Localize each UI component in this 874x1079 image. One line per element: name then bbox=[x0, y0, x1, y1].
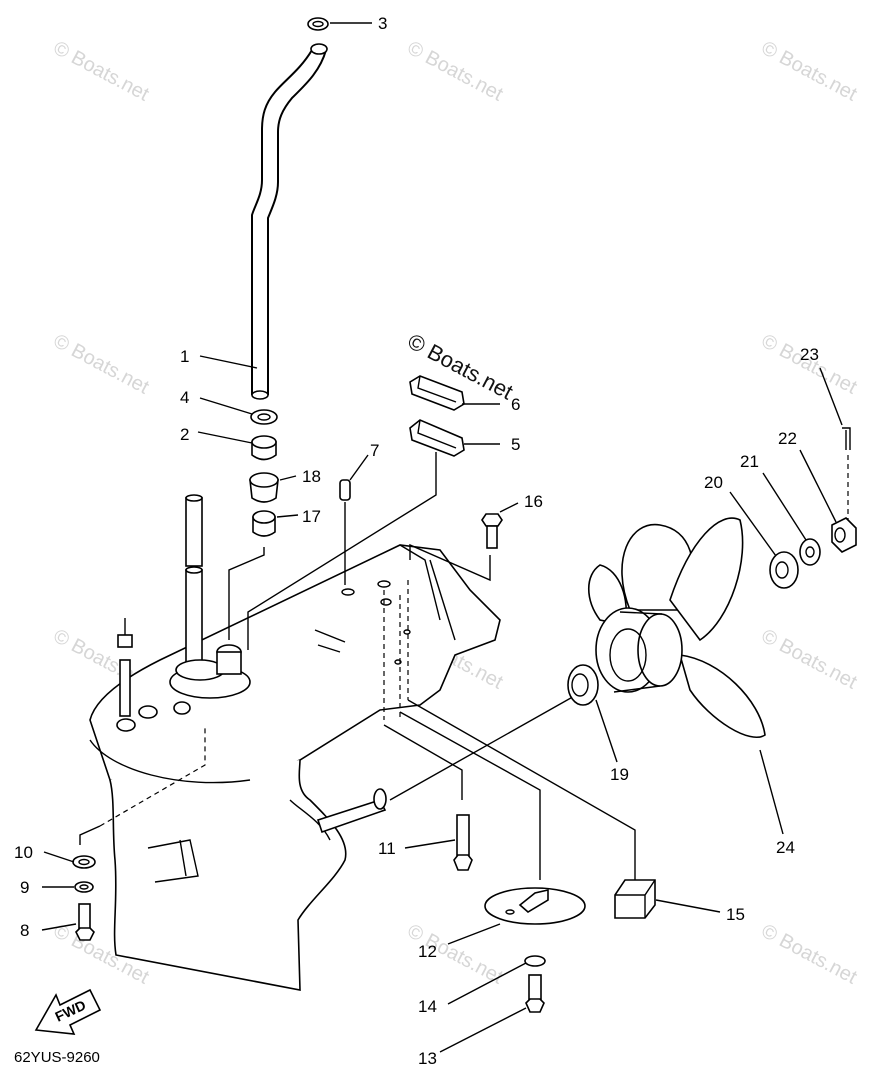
part-7-dowel-pin[interactable] bbox=[339, 479, 351, 501]
callout-11: 11 bbox=[378, 839, 396, 858]
watermark: © Boats.net bbox=[50, 37, 153, 106]
part-15-anode[interactable] bbox=[614, 879, 656, 919]
callout-3: 3 bbox=[378, 14, 387, 33]
callout-1: 1 bbox=[180, 347, 189, 366]
leader-lines bbox=[41, 22, 843, 1053]
callout-15: 15 bbox=[726, 905, 745, 924]
part-22-nut[interactable] bbox=[831, 517, 857, 553]
part-1-water-tube[interactable] bbox=[251, 43, 328, 400]
part-6-rubber-strip[interactable] bbox=[409, 375, 465, 411]
watermark: © Boats.net bbox=[758, 37, 861, 106]
watermark: © Boats.net bbox=[758, 625, 861, 694]
callout-14: 14 bbox=[418, 997, 437, 1016]
part-10-washer[interactable] bbox=[72, 855, 96, 869]
part-2-grommet[interactable] bbox=[251, 435, 277, 461]
part-21-washer[interactable] bbox=[799, 538, 821, 566]
part-9-washer[interactable] bbox=[74, 881, 94, 893]
callout-2: 2 bbox=[180, 425, 189, 444]
fwd-arrow-icon: FWD bbox=[34, 988, 102, 1035]
watermark: © Boats.net bbox=[758, 920, 861, 989]
part-14-washer[interactable] bbox=[524, 955, 546, 967]
part-18-rubber-seal[interactable] bbox=[249, 472, 279, 503]
part-24-propeller[interactable] bbox=[588, 517, 766, 738]
part-5-rubber-strip[interactable] bbox=[409, 419, 465, 457]
callout-13: 13 bbox=[418, 1049, 437, 1068]
part-3-oring[interactable] bbox=[307, 17, 329, 31]
callout-16: 16 bbox=[524, 492, 543, 511]
part-4-grommet[interactable] bbox=[250, 409, 278, 425]
callout-10: 10 bbox=[14, 843, 33, 862]
callout-22: 22 bbox=[778, 429, 797, 448]
callout-18: 18 bbox=[302, 467, 321, 486]
part-17-seal[interactable] bbox=[252, 510, 276, 537]
diagram-code: 62YUS-9260 bbox=[14, 1049, 100, 1066]
callout-17: 17 bbox=[302, 507, 321, 526]
part-16-bolt[interactable] bbox=[481, 513, 503, 549]
part-11-bolt[interactable] bbox=[453, 814, 473, 871]
part-20-spacer[interactable] bbox=[769, 551, 799, 589]
callout-21: 21 bbox=[740, 452, 759, 471]
part-8-bolt[interactable] bbox=[75, 903, 95, 941]
part-19-thrust-washer[interactable] bbox=[567, 664, 599, 706]
callout-24: 24 bbox=[776, 838, 795, 857]
guide-lines bbox=[79, 452, 636, 880]
callout-numbers: 1 2 3 4 5 6 7 8 9 10 11 12 13 14 15 16 1… bbox=[14, 14, 819, 1068]
lower-case-housing[interactable] bbox=[89, 494, 501, 991]
callout-4: 4 bbox=[180, 388, 189, 407]
callout-23: 23 bbox=[800, 345, 819, 364]
callout-7: 7 bbox=[370, 441, 379, 460]
watermark: © Boats.net bbox=[50, 330, 153, 399]
callout-5: 5 bbox=[511, 435, 520, 454]
callout-9: 9 bbox=[20, 878, 29, 897]
part-12-trim-tab[interactable] bbox=[484, 887, 586, 925]
watermark: © Boats.net bbox=[404, 37, 507, 106]
callout-19: 19 bbox=[610, 765, 629, 784]
watermark: © Boats.net bbox=[758, 330, 861, 399]
part-23-cotter-pin[interactable] bbox=[842, 427, 851, 520]
callout-6: 6 bbox=[511, 395, 520, 414]
callout-12: 12 bbox=[418, 942, 437, 961]
part-13-bolt[interactable] bbox=[525, 974, 545, 1013]
callout-20: 20 bbox=[704, 473, 723, 492]
callout-8: 8 bbox=[20, 921, 29, 940]
